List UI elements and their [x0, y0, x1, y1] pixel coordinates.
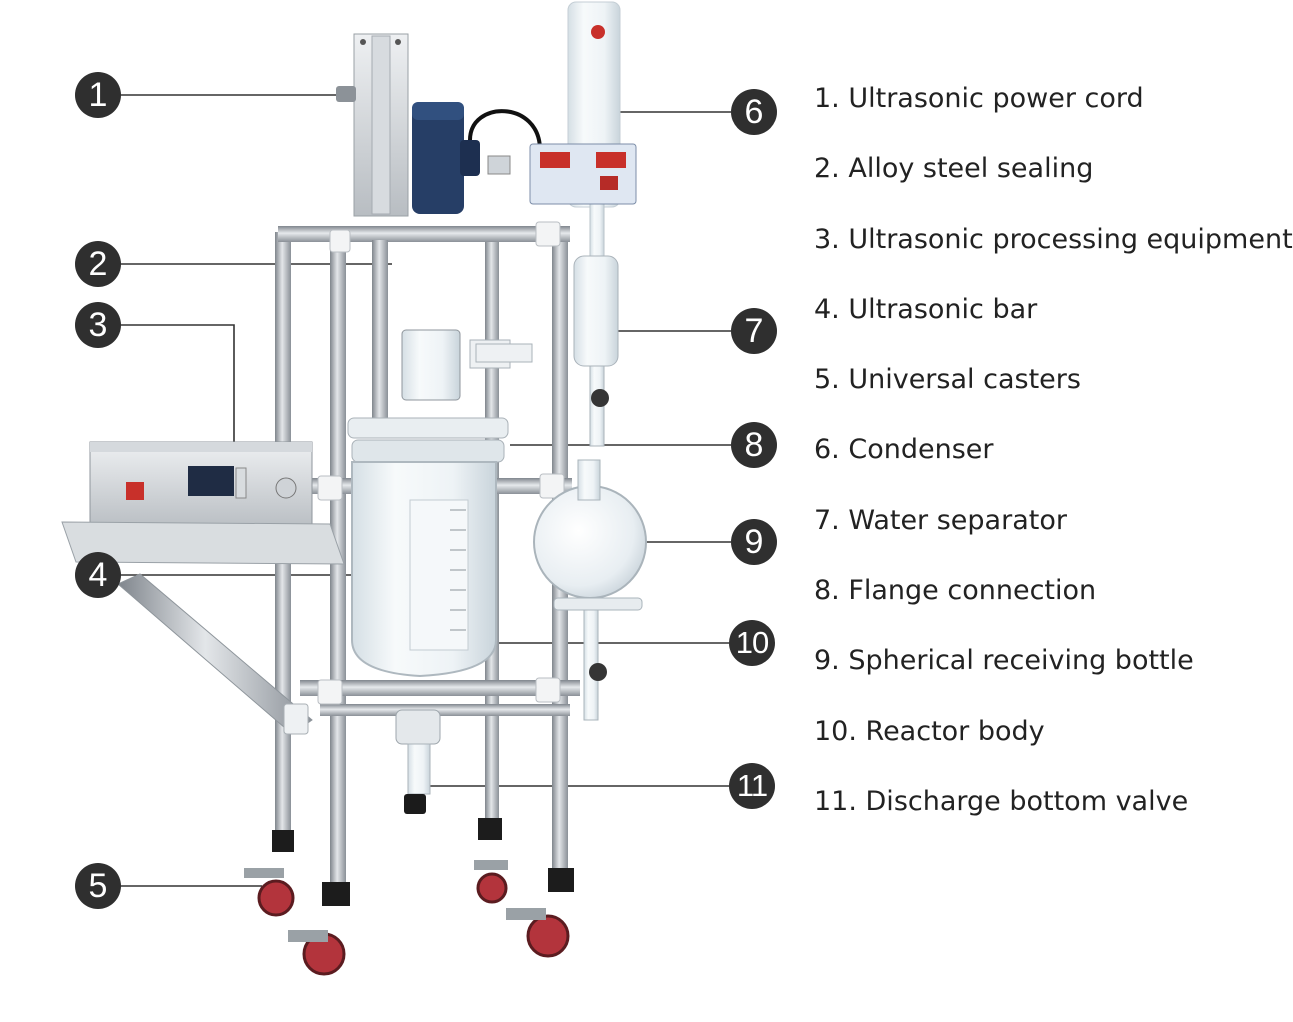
callout-6: 6 [731, 89, 777, 135]
legend-item-1: 1. Ultrasonic power cord [814, 83, 1144, 114]
callout-10: 10 [729, 620, 775, 666]
callout-8: 8 [731, 422, 777, 468]
legend-item-4: 4. Ultrasonic bar [814, 293, 1038, 325]
ultrasonic-column [336, 33, 409, 217]
casters [244, 818, 574, 976]
legend-item-11: 11. Discharge bottom valve [814, 785, 1189, 817]
receiving-bottle [533, 459, 647, 721]
caster-left-front [288, 882, 350, 976]
generator-shelf [61, 521, 345, 735]
callout-7: 7 [731, 308, 777, 354]
legend-item-9: 9. Spherical receiving bottle [814, 645, 1194, 677]
callout-3: 3 [75, 302, 121, 348]
legend-item-10: 10. Reactor body [814, 715, 1045, 747]
caster-right-back [474, 818, 508, 904]
leader-line-3 [120, 324, 235, 442]
callout-5: 5 [75, 863, 121, 909]
callout-4: 4 [75, 552, 121, 598]
legend-item-6: 6. Condenser [814, 434, 994, 466]
condenser [567, 1, 621, 261]
legend-item-7: 7. Water separator [814, 504, 1067, 536]
legend-item-2: 2. Alloy steel sealing [814, 153, 1094, 185]
callout-2: 2 [75, 241, 121, 287]
legend-item-8: 8. Flange connection [814, 575, 1097, 607]
leader-lines [120, 94, 731, 887]
legend-item-5: 5. Universal casters [814, 364, 1081, 396]
top-controller [487, 143, 637, 205]
callout-1: 1 [75, 72, 121, 118]
callout-9: 9 [731, 519, 777, 565]
stirring-motor [412, 102, 542, 214]
parts-legend: 1. Ultrasonic power cord 2. Alloy steel … [814, 78, 1293, 851]
legend-item-3: 3. Ultrasonic processing equipment [814, 223, 1293, 255]
reactor-body [351, 461, 497, 678]
caster-left-back [244, 830, 295, 917]
bottom-valve [395, 709, 441, 814]
callout-11: 11 [729, 763, 775, 809]
ultrasonic-generator [89, 441, 313, 531]
caster-right-front [506, 868, 574, 958]
water-separator [475, 255, 619, 447]
